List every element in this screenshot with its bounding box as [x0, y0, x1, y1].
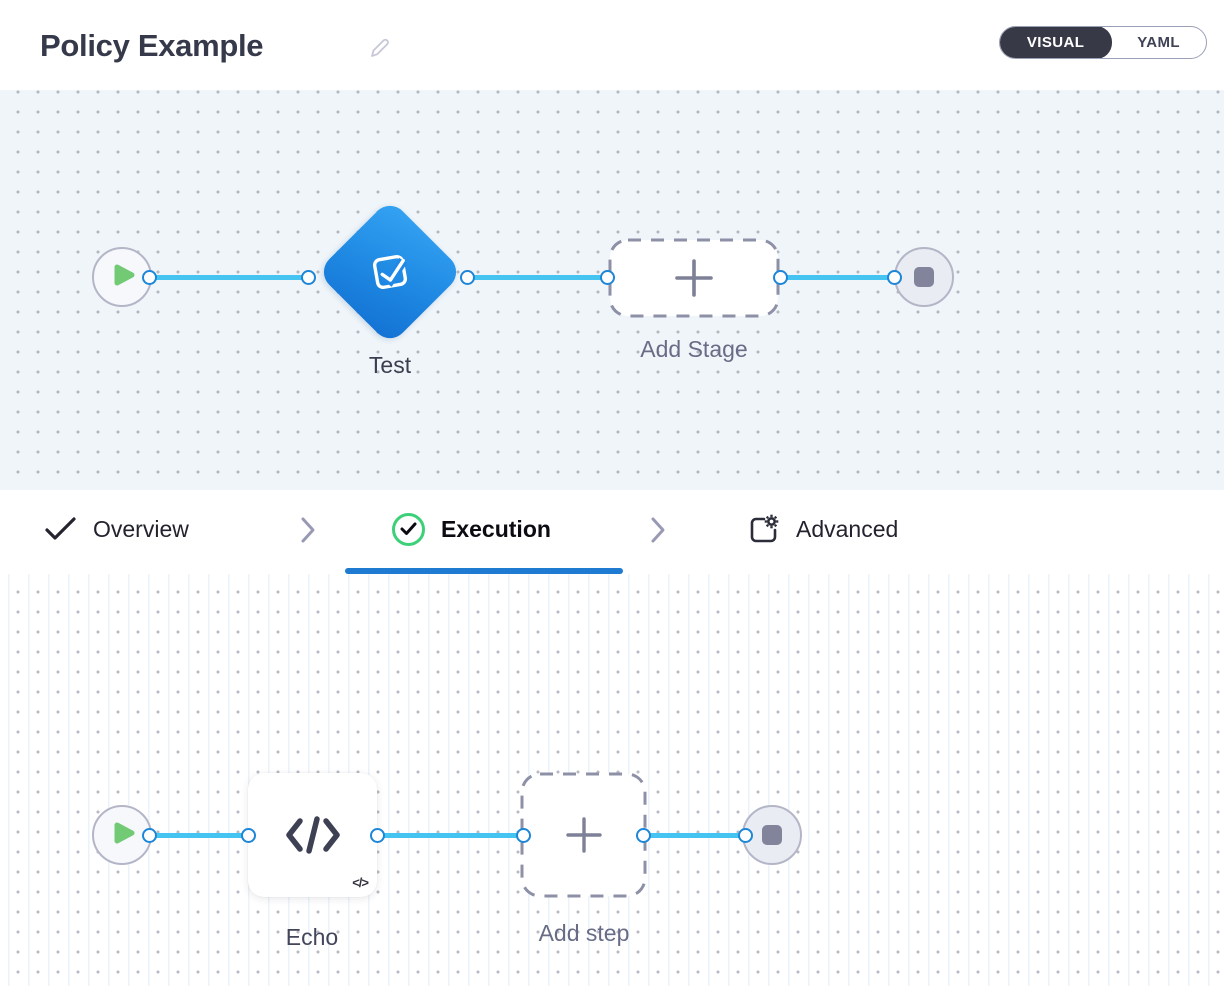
connection-point[interactable]	[886, 269, 902, 285]
code-icon	[284, 813, 342, 857]
visual-yaml-toggle: VISUAL YAML	[998, 26, 1207, 59]
connection-point[interactable]	[515, 827, 531, 843]
add-step-button[interactable]	[520, 772, 647, 898]
stage-pipeline-canvas[interactable]: Test Add Stage	[0, 90, 1224, 490]
stage-config-tabbar: Overview Execution	[0, 490, 1224, 574]
connection-point[interactable]	[369, 827, 385, 843]
edge-connector	[780, 274, 894, 280]
chevron-right-icon	[297, 516, 319, 549]
connection-point[interactable]	[240, 827, 256, 843]
tab-execution[interactable]: Execution	[392, 490, 551, 568]
edge-connector	[149, 832, 248, 838]
tab-overview-label: Overview	[93, 515, 189, 542]
check-circle-icon	[392, 512, 425, 546]
connection-point[interactable]	[141, 269, 157, 285]
connection-point[interactable]	[141, 827, 157, 843]
add-stage-button[interactable]	[608, 238, 780, 318]
play-icon	[111, 261, 137, 294]
step-node-echo[interactable]: </>	[248, 773, 377, 897]
connection-point[interactable]	[772, 269, 788, 285]
check-icon	[44, 517, 77, 541]
page-header: Policy Example VISUAL YAML	[0, 0, 1224, 90]
visual-toggle-button[interactable]: VISUAL	[999, 27, 1113, 58]
steps-end-node[interactable]	[742, 805, 802, 865]
step-pipeline-canvas[interactable]: </> Echo Add step	[0, 574, 1224, 986]
edge-connector	[467, 274, 607, 280]
step-node-label: Echo	[285, 924, 339, 950]
yaml-toggle-button[interactable]: YAML	[1137, 34, 1180, 51]
pipeline-end-node[interactable]	[894, 247, 954, 307]
active-tab-underline	[345, 568, 623, 574]
plus-icon	[520, 772, 647, 898]
tab-overview[interactable]: Overview	[44, 490, 189, 568]
add-stage-label: Add Stage	[640, 336, 748, 362]
connection-point[interactable]	[737, 827, 753, 843]
connection-point[interactable]	[635, 827, 651, 843]
add-step-label: Add step	[538, 920, 630, 946]
box-gear-icon	[747, 513, 780, 546]
edit-pencil-icon[interactable]	[366, 36, 392, 67]
stop-icon	[762, 825, 782, 845]
policy-check-icon	[361, 243, 419, 301]
tab-execution-label: Execution	[441, 515, 551, 542]
connection-point[interactable]	[300, 269, 316, 285]
plus-icon	[608, 238, 780, 318]
edge-connector	[149, 274, 308, 280]
tab-advanced-label: Advanced	[796, 515, 899, 542]
stage-node-test[interactable]	[316, 198, 464, 346]
chevron-right-icon	[647, 516, 669, 549]
code-badge-icon: </>	[352, 875, 369, 890]
edge-connector	[643, 832, 745, 838]
connection-point[interactable]	[599, 269, 615, 285]
tab-advanced[interactable]: Advanced	[747, 490, 898, 568]
stage-node-label: Test	[368, 352, 412, 378]
stop-icon	[914, 267, 934, 287]
edge-connector	[377, 832, 523, 838]
connection-point[interactable]	[459, 269, 475, 285]
page-title: Policy Example	[40, 28, 264, 63]
play-icon	[111, 819, 137, 852]
